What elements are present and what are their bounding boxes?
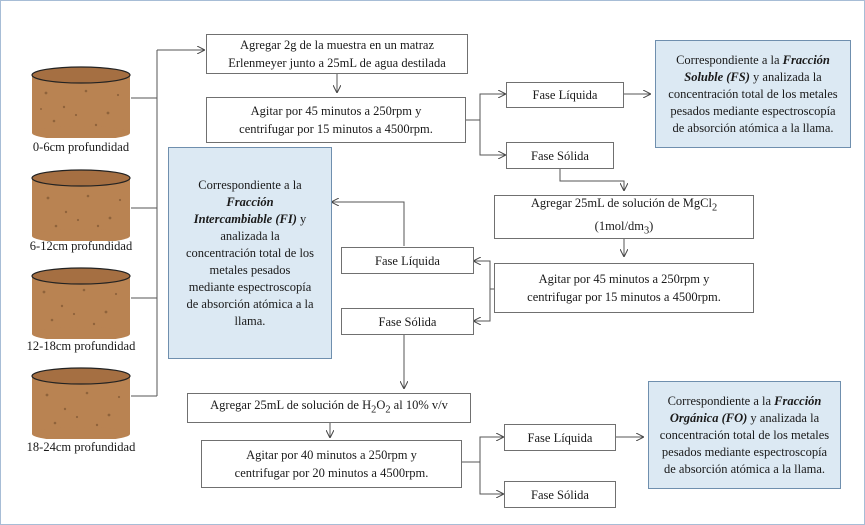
- step-agitate-1-line-2: centrifugar por 15 minutos a 4500rpm.: [239, 122, 433, 136]
- h2o2-o: O: [376, 398, 386, 413]
- fase-liquida-2: Fase Líquida: [341, 247, 474, 274]
- mgcl2-line-2: (1mol/dm3): [595, 217, 654, 241]
- arrow-to-solida-3: [479, 462, 503, 494]
- fo-text-3: pesados mediante espectroscopía: [661, 444, 828, 459]
- sample-label-1: 0-6cm profundidad: [32, 140, 130, 154]
- fase-solida-3: Fase Sólida: [504, 481, 616, 508]
- h2o2-text: Agregar 25mL de solución de H: [210, 398, 372, 413]
- mgcl2-text: Agregar 25mL de solución de MgCl: [530, 195, 712, 210]
- fs-text-4: de absorción atómica a la llama.: [672, 120, 834, 135]
- step-agitate-2-line-2: centrifugar por 15 minutos a 4500rpm.: [527, 290, 721, 304]
- fo-text-2: concentración total de los metales: [659, 427, 830, 442]
- fraction-intercambiable-box: Correspondiente a la Fracción Intercambi…: [168, 147, 332, 359]
- step-add-mgcl2: Agregar 25mL de solución de MgCl2 (1mol/…: [494, 195, 754, 239]
- step-agitate-3-line-2: centrifugar por 20 minutos a 4500rpm.: [234, 466, 429, 480]
- mgcl2-conc-sub: 3: [643, 225, 650, 237]
- fs-line-2: Soluble (FS) y analizada la: [684, 69, 821, 86]
- fi-after-name: y: [296, 211, 307, 226]
- fs-name-1: Fracción: [782, 52, 830, 67]
- split-agitate-1: [466, 94, 505, 121]
- fs-name-2: Soluble (FS): [684, 69, 750, 84]
- step-add-sample: Agregar 2g de la muestra en un matraz Er…: [206, 34, 468, 74]
- fi-intro: Correspondiente a la: [198, 177, 302, 192]
- fi-line-3: Intercambiable (FI) y: [194, 211, 307, 228]
- fase-liquida-1: Fase Líquida: [506, 82, 624, 108]
- split-agitate-3: [462, 437, 503, 463]
- fi-text-3: metales pesados: [209, 262, 291, 277]
- soil-sample-3: [31, 267, 131, 339]
- fraction-soluble-box: Correspondiente a la Fracción Soluble (F…: [655, 40, 851, 148]
- step-add-sample-line-2: Erlenmeyer junto a 25mL de agua destilad…: [228, 56, 446, 70]
- sample-label-2: 6-12cm profundidad: [29, 239, 133, 253]
- step-agitate-3-line-1: Agitar por 40 minutos a 250rpm y: [246, 448, 417, 462]
- sample-label-4: 18-24cm profundidad: [26, 440, 136, 454]
- h2o2-line: Agregar 25mL de solución de H2O2 al 10% …: [210, 396, 448, 420]
- step-agitate-3: Agitar por 40 minutos a 250rpm y centrif…: [201, 440, 462, 488]
- soil-sample-1: [31, 66, 131, 138]
- fo-name-2: Orgánica (FO): [669, 410, 748, 425]
- arrow-to-mgcl2: [559, 169, 624, 190]
- fi-text-2: concentración total de los: [185, 245, 315, 260]
- fi-text-5: de absorción atómica a la: [186, 296, 314, 311]
- fo-line-2: Orgánica (FO) y analizada la: [670, 410, 819, 427]
- soil-sample-4: [31, 367, 131, 439]
- sample-label-3: 12-18cm profundidad: [26, 339, 136, 353]
- step-agitate-2-line-1: Agitar por 45 minutos a 250rpm y: [538, 272, 710, 286]
- h2o2-sub-2: 2: [385, 404, 391, 416]
- h2o2-conc: al 10% v/v: [390, 398, 448, 413]
- step-agitate-1-line-1: Agitar por 45 minutos a 250rpm y: [250, 104, 422, 118]
- mgcl2-conc-close: ): [649, 219, 654, 233]
- fo-name-1: Fracción: [774, 393, 822, 408]
- mgcl2-conc: (1mol/dm: [594, 219, 644, 233]
- step-agitate-2: Agitar por 45 minutos a 250rpm y centrif…: [494, 263, 754, 313]
- fo-text-4: de absorción atómica a la llama.: [663, 461, 826, 476]
- step-add-h2o2: Agregar 25mL de solución de H2O2 al 10% …: [187, 393, 471, 423]
- fs-text-1: y analizada la: [753, 69, 822, 84]
- step-add-sample-line-1: Agregar 2g de la muestra en un matraz: [239, 38, 434, 52]
- mgcl2-line-1: Agregar 25mL de solución de MgCl2: [531, 194, 717, 218]
- fraction-organica-box: Correspondiente a la Fracción Orgánica (…: [648, 381, 841, 489]
- fase-liquida-3: Fase Líquida: [504, 424, 616, 451]
- arrow-to-solida-2: [474, 289, 491, 321]
- fi-text-4: mediante espectroscopía: [188, 279, 312, 294]
- fs-text-3: pesados mediante espectroscopía: [670, 103, 836, 118]
- fi-name-1: Fracción: [226, 194, 274, 209]
- soil-sample-2: [31, 169, 131, 241]
- fase-solida-1: Fase Sólida: [506, 142, 614, 169]
- mgcl2-subscript: 2: [711, 202, 718, 213]
- fi-text-6: llama.: [234, 313, 266, 328]
- fs-line-1: Correspondiente a la Fracción: [676, 52, 830, 69]
- arrow-to-add-sample: [156, 50, 204, 98]
- h2o2-sub-1: 2: [371, 404, 377, 416]
- step-agitate-1: Agitar por 45 minutos a 250rpm y centrif…: [206, 97, 466, 143]
- fs-text-2: concentración total de los metales: [668, 86, 838, 101]
- fi-name-2: Intercambiable (FI): [193, 211, 297, 226]
- fs-intro: Correspondiente a la: [676, 52, 783, 67]
- fase-solida-2: Fase Sólida: [341, 308, 474, 335]
- arrow-to-solida-1: [479, 120, 505, 155]
- fo-intro: Correspondiente a la: [667, 393, 775, 408]
- split-agitate-2: [474, 261, 494, 290]
- fi-text-1: analizada la: [220, 228, 280, 243]
- fo-text-1: y analizada la: [747, 410, 820, 425]
- fo-line-1: Correspondiente a la Fracción: [668, 393, 822, 410]
- arrow-to-fi: [332, 202, 405, 246]
